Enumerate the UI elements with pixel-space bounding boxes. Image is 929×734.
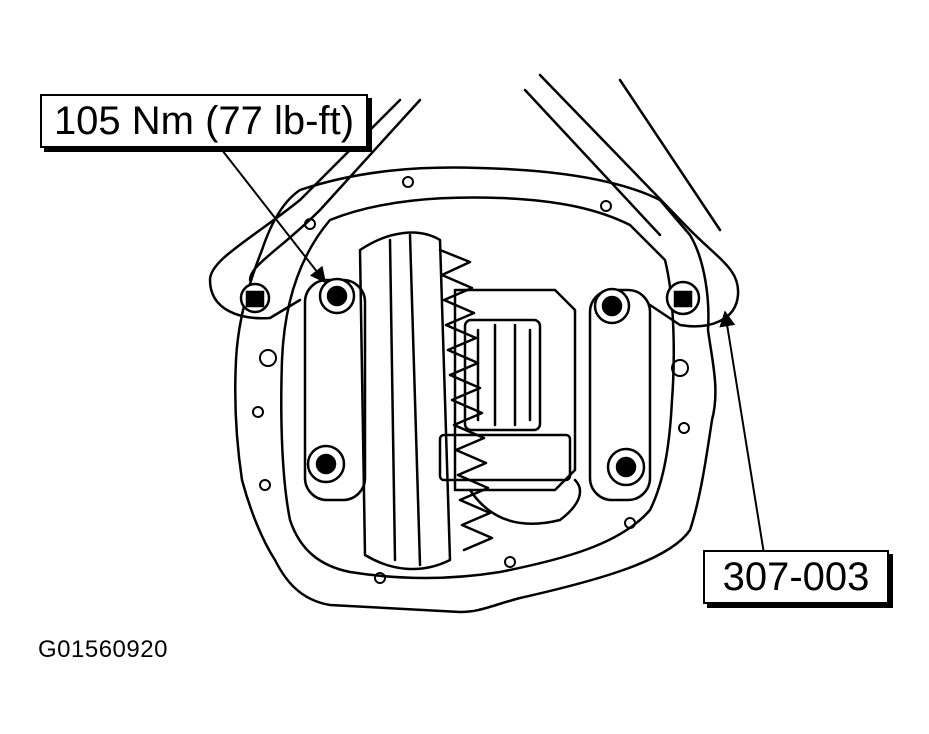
- housing-hole: [624, 517, 636, 529]
- housing-hole: [252, 406, 264, 418]
- housing-hole: [259, 349, 277, 367]
- housing-hole: [671, 359, 689, 377]
- tool-arm-left: [208, 98, 402, 320]
- tool-leader-arrow: [719, 310, 785, 561]
- housing-hole: [678, 422, 690, 434]
- bolt-icon: [306, 444, 346, 484]
- differential-case: [453, 288, 577, 492]
- gasket-flange: [280, 196, 675, 580]
- tool-arm-right-outer: [618, 78, 722, 232]
- bolt-icon: [239, 282, 271, 314]
- bolt-icon: [593, 287, 631, 325]
- bolt-icon: [318, 277, 356, 315]
- tool-arm-right: [538, 73, 740, 328]
- pinion-area: [468, 478, 582, 525]
- figure-id-label: G01560920: [38, 636, 168, 663]
- housing-hole: [259, 479, 271, 491]
- tool-arm-right-inner: [523, 88, 662, 237]
- torque-leader-arrow: [221, 149, 326, 284]
- ring-gear: [358, 231, 452, 571]
- housing-hole: [374, 572, 386, 584]
- torque-spec-callout: 105 Nm (77 lb-ft): [40, 94, 368, 148]
- tool-arm-left-inner: [248, 98, 422, 282]
- bolt-icon: [665, 280, 701, 316]
- tool-number-callout: 307-003: [703, 550, 889, 604]
- case-window: [463, 318, 542, 432]
- housing-hole: [304, 218, 316, 230]
- ring-gear-teeth: [438, 248, 494, 552]
- housing-hole: [600, 200, 612, 212]
- housing-hole: [402, 176, 414, 188]
- housing-hole: [504, 556, 516, 568]
- bolt-icon: [606, 447, 646, 487]
- case-flange: [438, 433, 572, 482]
